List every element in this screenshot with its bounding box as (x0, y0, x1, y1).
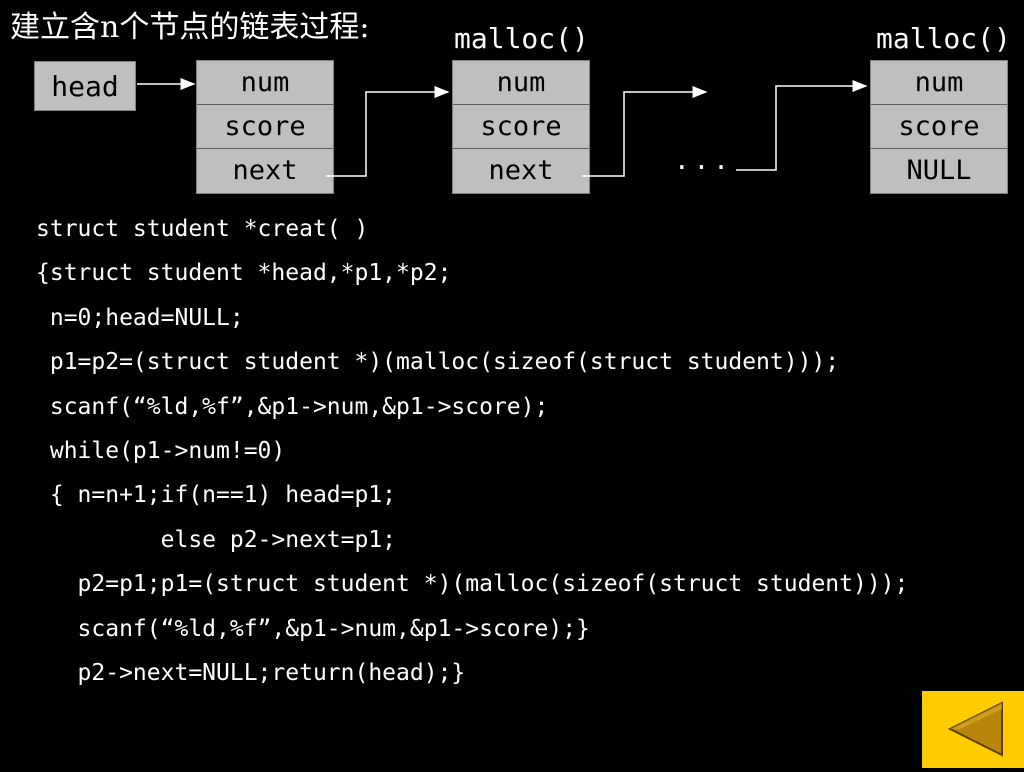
code-line: else p2->next=p1; (36, 526, 397, 553)
code-line: {struct student *head,*p1,*p2; (36, 260, 452, 287)
next-arrow-2 (582, 86, 708, 177)
node-field-score: score (871, 105, 1007, 149)
code-line: n=0;head=NULL; (36, 304, 244, 331)
back-nav-button[interactable] (922, 691, 1024, 768)
node-field-next: next (232, 155, 298, 186)
node-field-num: num (453, 61, 589, 105)
code-line: p2=p1;p1=(struct student *)(malloc(sizeo… (36, 571, 909, 598)
code-block: struct student *creat( ) {struct student… (36, 207, 908, 695)
malloc-label-2: malloc() (876, 22, 1011, 55)
code-line: p1=p2=(struct student *)(malloc(sizeof(s… (36, 349, 840, 376)
head-pointer-box: head (34, 61, 136, 111)
code-line: { n=n+1;if(n==1) head=p1; (36, 482, 397, 509)
slide-title: 建立含n个节点的链表过程: (10, 10, 370, 45)
next-arrow-3 (736, 80, 868, 171)
next-arrow-1 (326, 86, 450, 177)
node-field-num: num (871, 61, 1007, 105)
list-node-2: num score next (452, 60, 590, 194)
list-node-1: num score next (196, 60, 334, 194)
node-field-next: next (488, 155, 554, 186)
code-line: while(p1->num!=0) (36, 437, 286, 464)
code-line: scanf(“%ld,%f”,&p1->num,&p1->score); (36, 393, 549, 420)
node-field-num: num (197, 61, 333, 105)
list-node-last: num score NULL (870, 60, 1008, 194)
node-field-null: NULL (906, 155, 972, 186)
triangle-left-icon (947, 701, 1003, 757)
code-line: p2->next=NULL;return(head);} (36, 659, 466, 686)
node-field-score: score (197, 105, 333, 149)
code-line: struct student *creat( ) (36, 216, 369, 242)
node-field-score: score (453, 105, 589, 149)
malloc-label-1: malloc() (454, 22, 589, 55)
ellipsis-text: ... (674, 146, 733, 176)
code-line: scanf(“%ld,%f”,&p1->num,&p1->score);} (36, 615, 590, 642)
